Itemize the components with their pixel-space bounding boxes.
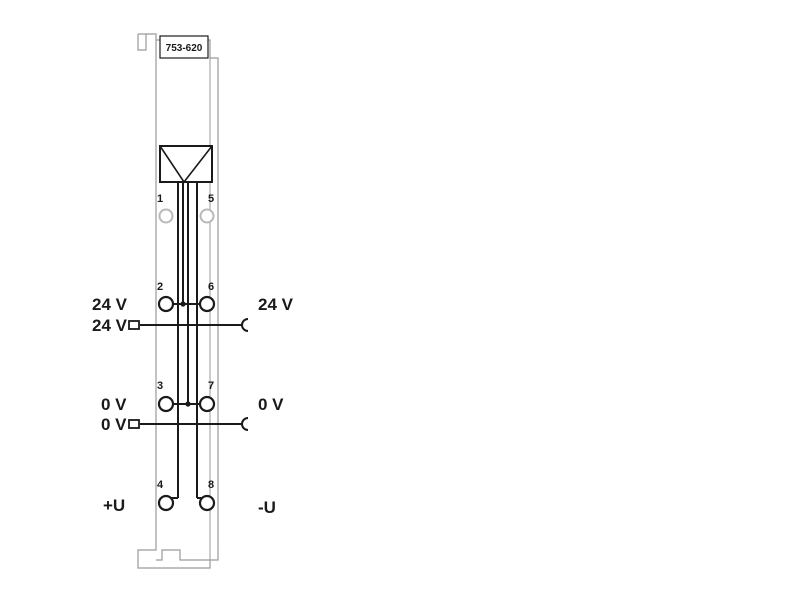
terminal-number-3: 3 (157, 380, 163, 392)
terminal-number-6: 6 (208, 281, 214, 293)
terminal-1 (158, 208, 174, 224)
label-minus-u: -U (258, 498, 276, 517)
housing-latch-bottom (156, 549, 210, 561)
junction-dot-0v (185, 401, 191, 407)
power-jumper-contact-24v-left (128, 320, 140, 330)
module-housing (137, 33, 219, 569)
part-number-box (159, 35, 209, 59)
terminal-number-1: 1 (157, 193, 163, 205)
power-supply-symbol (159, 145, 213, 183)
label-24v-bus: 24 V (92, 316, 128, 335)
label-24v-terminal: 24 V (92, 295, 128, 314)
terminal-8 (198, 494, 216, 512)
label-24v-right: 24 V (258, 295, 294, 314)
terminal-4 (157, 494, 175, 512)
junction-dot-24v (180, 301, 186, 307)
label-0v-terminal: 0 V (101, 395, 127, 414)
terminal-number-2: 2 (157, 281, 163, 293)
terminal-6 (198, 295, 216, 313)
terminal-5 (199, 208, 215, 224)
label-plus-u: +U (103, 496, 125, 515)
terminal-number-7: 7 (208, 380, 214, 392)
terminal-number-4: 4 (157, 479, 164, 491)
power-jumper-contact-0v-left (128, 419, 140, 429)
terminal-number-5: 5 (208, 193, 214, 205)
power-jumper-contact-24v-right (241, 318, 249, 332)
terminal-2 (157, 295, 175, 313)
part-number: 753-620 (166, 43, 203, 54)
label-0v-right: 0 V (258, 395, 284, 414)
terminal-7 (198, 395, 216, 413)
terminal-3 (157, 395, 175, 413)
power-jumper-contact-0v-right (241, 417, 249, 431)
terminal-number-8: 8 (208, 479, 214, 491)
label-0v-bus: 0 V (101, 415, 127, 434)
housing-latch-top (137, 34, 147, 51)
